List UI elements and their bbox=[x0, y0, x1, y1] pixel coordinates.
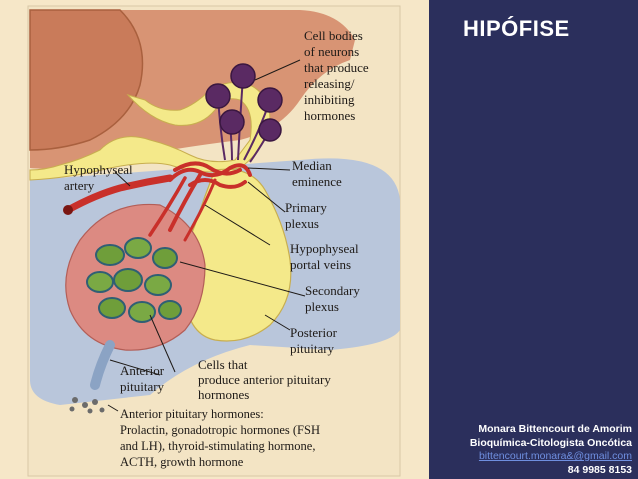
label-anterior-pituitary: Anterior pituitary bbox=[120, 363, 167, 394]
cell bbox=[144, 274, 172, 296]
artery-end bbox=[63, 205, 73, 215]
label-secondary-plexus: Secondary plexus bbox=[305, 283, 363, 314]
neuron-cell-body bbox=[257, 87, 283, 113]
neuron-cell-body bbox=[258, 118, 282, 142]
neurons bbox=[205, 63, 283, 163]
neuron-cell-body bbox=[230, 63, 256, 89]
primary-plexus bbox=[168, 161, 252, 189]
label-cell-bodies: Cell bodies of neurons that produce rele… bbox=[304, 28, 372, 123]
author-role: Bioquímica-Citologista Oncótica bbox=[469, 436, 632, 449]
label-hypophyseal-artery: Hypophyseal artery bbox=[64, 162, 136, 193]
author-name: Monara Bittencourt de Amorim bbox=[478, 423, 632, 435]
label-portal-veins: Hypophyseal portal veins bbox=[290, 241, 362, 272]
cell bbox=[158, 300, 182, 320]
slide-title: HIPÓFISE bbox=[463, 16, 570, 41]
label-cells-that: Cells that produce anterior pituitary ho… bbox=[198, 357, 334, 402]
cell bbox=[113, 268, 143, 292]
secretion-duct bbox=[90, 340, 115, 390]
leader-lines bbox=[107, 59, 306, 412]
author-phone: 84 9985 8153 bbox=[567, 463, 632, 476]
pituitary-diagram: Cell bodies of neurons that produce rele… bbox=[0, 0, 429, 479]
label-hormones: Anterior pituitary hormones: Prolactin, … bbox=[120, 407, 323, 469]
cell bbox=[86, 271, 114, 293]
title-panel bbox=[429, 0, 638, 479]
label-median-eminence: Median eminence bbox=[292, 158, 342, 189]
secreted-hormones bbox=[69, 397, 105, 414]
author-email-link[interactable]: bittencourt.monara&@gmail.com bbox=[478, 450, 632, 462]
cell bbox=[124, 237, 152, 259]
cell bbox=[152, 247, 178, 269]
cell bbox=[98, 297, 126, 319]
neuron-cell-body bbox=[205, 83, 231, 109]
label-posterior-pituitary: Posterior pituitary bbox=[290, 325, 340, 356]
label-primary-plexus: Primary plexus bbox=[285, 200, 330, 231]
anterior-cells bbox=[86, 237, 182, 323]
hypophyseal-artery bbox=[64, 174, 174, 214]
neuron-cell-body bbox=[219, 109, 245, 135]
author-credits: Monara Bittencourt de Amorim Bioquímica-… bbox=[432, 423, 632, 477]
hypothalamus-lobe bbox=[29, 9, 144, 151]
cell bbox=[128, 301, 156, 323]
cell bbox=[95, 244, 125, 266]
